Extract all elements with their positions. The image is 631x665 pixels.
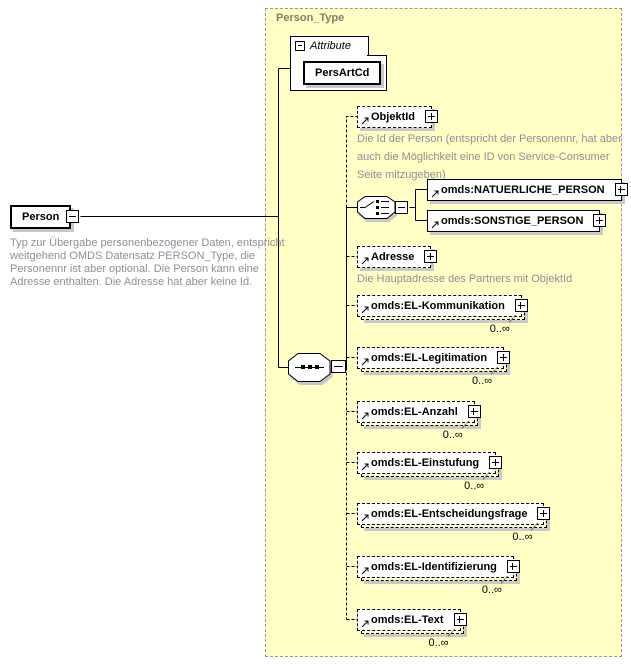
element-arrow-icon xyxy=(361,567,369,575)
expand-icon[interactable] xyxy=(593,214,607,227)
adresse-annotation: Die Hauptadresse des Partners mit Objekt… xyxy=(357,273,573,285)
group-el-text: omds:EL-Text 0..∞ xyxy=(357,609,467,649)
attribute-section-seam xyxy=(291,54,367,57)
element-arrow-icon xyxy=(361,412,369,420)
element-arrow-icon xyxy=(361,358,369,366)
occurrence-label: 0..∞ xyxy=(472,375,493,387)
group-el-kommunikation: omds:EL-Kommunikation 0..∞ xyxy=(357,295,528,335)
choice-icon[interactable] xyxy=(357,196,396,219)
element-adresse[interactable]: Adresse xyxy=(357,246,438,268)
element-arrow-icon xyxy=(431,190,439,198)
expand-icon[interactable] xyxy=(453,613,467,626)
occurrence-label: 0..∞ xyxy=(442,429,463,441)
expand-icon[interactable] xyxy=(497,351,511,364)
expand-icon[interactable] xyxy=(614,183,628,196)
collapse-icon[interactable] xyxy=(395,201,408,214)
element-objektid[interactable]: ObjektId xyxy=(357,106,439,128)
person-type-panel xyxy=(265,8,622,657)
element-label: omds:EL-Einstufung xyxy=(371,457,480,469)
element-label: omds:EL-Entscheidungsfrage xyxy=(371,508,528,520)
element-label: omds:EL-Legitimation xyxy=(371,352,488,364)
element-el-identifizierung[interactable]: omds:EL-Identifizierung xyxy=(357,556,520,581)
element-el-entscheidungsfrage[interactable]: omds:EL-Entscheidungsfrage xyxy=(357,503,551,528)
element-arrow-icon xyxy=(361,257,369,265)
group-el-einstufung: omds:EL-Einstufung 0..∞ xyxy=(357,452,503,492)
occurrence-label: 0..∞ xyxy=(512,531,533,543)
element-person[interactable]: Person xyxy=(10,205,72,229)
element-el-text[interactable]: omds:EL-Text xyxy=(357,609,467,634)
expand-icon[interactable] xyxy=(537,507,551,520)
element-el-anzahl[interactable]: omds:EL-Anzahl xyxy=(357,401,481,426)
occurrence-label: 0..∞ xyxy=(481,584,502,596)
element-label: omds:EL-Kommunikation xyxy=(371,300,505,312)
attribute-persartcd-label: PersArtCd xyxy=(315,67,370,79)
expand-icon[interactable] xyxy=(489,456,503,469)
connector-dashed xyxy=(346,116,358,620)
group-objektid: ObjektId Die Id der Person (entspricht d… xyxy=(357,106,622,182)
element-label: omds:SONSTIGE_PERSON xyxy=(441,215,584,227)
element-sonstige-person[interactable]: omds:SONSTIGE_PERSON xyxy=(427,210,607,232)
collapse-icon[interactable] xyxy=(295,41,305,51)
element-natuerliche-person[interactable]: omds:NATUERLICHE_PERSON xyxy=(427,179,628,201)
attribute-section-title: Attribute xyxy=(290,36,369,56)
occurrence-label: 0..∞ xyxy=(464,480,485,492)
group-el-legitimation: omds:EL-Legitimation 0..∞ xyxy=(357,347,511,387)
element-el-kommunikation[interactable]: omds:EL-Kommunikation xyxy=(357,295,528,320)
objektid-annotation: Die Id der Person (entspricht der Person… xyxy=(357,133,622,181)
expand-icon[interactable] xyxy=(424,250,438,263)
occurrence-label: 0..∞ xyxy=(489,323,510,335)
element-label: omds:EL-Identifizierung xyxy=(371,561,497,573)
group-sonstige-person: omds:SONSTIGE_PERSON xyxy=(427,210,607,232)
group-natuerliche-person: omds:NATUERLICHE_PERSON xyxy=(427,179,628,201)
collapse-icon[interactable] xyxy=(66,210,79,223)
element-arrow-icon xyxy=(361,306,369,314)
element-label: Adresse xyxy=(371,251,415,263)
group-el-entscheidungsfrage: omds:EL-Entscheidungsfrage 0..∞ xyxy=(357,503,551,543)
group-el-identifizierung: omds:EL-Identifizierung 0..∞ xyxy=(357,556,520,596)
attribute-persartcd[interactable]: PersArtCd xyxy=(303,61,382,85)
element-arrow-icon xyxy=(361,463,369,471)
person-annotation: Typ zur Übergabe personenbezogener Daten… xyxy=(10,237,285,288)
element-el-legitimation[interactable]: omds:EL-Legitimation xyxy=(357,347,511,372)
element-arrow-icon xyxy=(431,221,439,229)
element-person-label: Person xyxy=(22,211,60,223)
person-type-title: Person_Type xyxy=(276,12,345,24)
element-label: omds:NATUERLICHE_PERSON xyxy=(441,184,605,196)
group-adresse: Adresse Die Hauptadresse des Partners mi… xyxy=(357,246,572,286)
sequence-icon[interactable] xyxy=(288,353,331,382)
element-label: omds:EL-Text xyxy=(371,614,444,626)
element-el-einstufung[interactable]: omds:EL-Einstufung xyxy=(357,452,503,477)
occurrence-label: 0..∞ xyxy=(428,637,449,649)
group-el-anzahl: omds:EL-Anzahl 0..∞ xyxy=(357,401,481,441)
element-label: omds:EL-Anzahl xyxy=(371,406,458,418)
expand-icon[interactable] xyxy=(514,299,528,312)
attribute-section-label: Attribute xyxy=(310,40,351,52)
expand-icon[interactable] xyxy=(467,405,481,418)
element-label: ObjektId xyxy=(371,111,416,123)
expand-icon[interactable] xyxy=(425,110,439,123)
element-arrow-icon xyxy=(361,117,369,125)
element-arrow-icon xyxy=(361,620,369,628)
element-arrow-icon xyxy=(361,514,369,522)
expand-icon[interactable] xyxy=(506,560,520,573)
collapse-icon[interactable] xyxy=(331,360,346,373)
